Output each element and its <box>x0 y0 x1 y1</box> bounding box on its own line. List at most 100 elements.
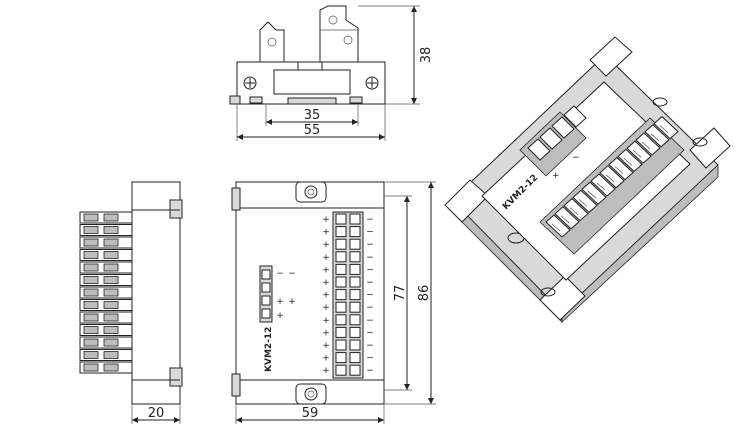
iso-output-terminal <box>608 156 634 181</box>
top-view: 38 35 55 <box>229 5 434 141</box>
output-terminal <box>335 213 347 225</box>
dim-top-outer-width: 55 <box>304 123 321 138</box>
output-terminal <box>349 226 361 238</box>
iso-terminal-slot <box>614 166 624 174</box>
polarity-mark: − <box>366 253 374 263</box>
polarity-mark: − <box>572 153 580 163</box>
dim-top-inner-width: 35 <box>304 108 321 123</box>
iso-terminal-slot <box>587 190 597 199</box>
input-terminal <box>261 308 271 319</box>
input-terminal <box>261 282 271 293</box>
polarity-mark: − <box>366 215 374 225</box>
side-terminal-screw <box>103 301 119 309</box>
iso-terminal-slot <box>641 141 651 150</box>
input-terminal-block: −−+++ <box>259 265 296 323</box>
side-terminal-screw <box>83 251 99 259</box>
iso-output-terminal <box>644 124 670 148</box>
output-terminal <box>335 289 347 301</box>
input-terminal-housing <box>259 265 273 323</box>
output-terminal <box>335 276 347 288</box>
side-view-body <box>131 181 181 405</box>
polarity-mark: + <box>322 316 330 326</box>
side-terminal-screw <box>83 238 99 247</box>
iso-output-terminal <box>554 206 580 230</box>
polarity-mark: − <box>366 303 374 313</box>
polarity-mark: − <box>366 291 374 301</box>
side-terminal-screw <box>83 226 99 234</box>
polarity-mark: − <box>366 366 374 376</box>
polarity-mark: + <box>322 228 330 238</box>
output-terminal <box>349 263 361 275</box>
polarity-mark: + <box>322 291 330 301</box>
iso-terminal-slot <box>659 125 669 133</box>
side-terminal-screw <box>83 363 99 372</box>
output-terminal <box>335 364 347 376</box>
din-clip <box>229 95 241 105</box>
isometric-view: KVM2-12 +− <box>444 36 731 323</box>
polarity-mark: + <box>322 253 330 263</box>
polarity-mark: − <box>366 341 374 351</box>
side-terminal-screw <box>103 276 119 284</box>
polarity-mark: + <box>322 240 330 250</box>
side-view: 20 <box>79 181 183 424</box>
polarity-mark: + <box>276 297 284 307</box>
output-terminal <box>335 251 347 263</box>
output-terminal <box>349 276 361 288</box>
output-terminal <box>335 238 347 250</box>
output-terminal <box>335 326 347 338</box>
output-terminal <box>335 352 347 364</box>
output-terminal <box>349 301 361 313</box>
iso-output-terminal <box>599 165 625 189</box>
side-terminal-screw <box>83 301 99 309</box>
output-terminal <box>335 226 347 238</box>
side-terminal-screw <box>103 313 119 322</box>
side-terminal-screw <box>83 276 99 284</box>
iso-output-terminal <box>626 140 652 164</box>
side-terminal-screw <box>83 263 99 272</box>
iso-terminal-slot <box>578 199 588 207</box>
polarity-mark: + <box>288 297 296 307</box>
model-label: KVM2-12 <box>264 327 274 372</box>
side-terminal-screw <box>103 238 119 247</box>
output-terminal <box>349 289 361 301</box>
output-terminal <box>349 213 361 225</box>
front-view: −−+++ +−+−+−+−+−+−+−+−+−+−+−+−+− KVM2-12… <box>231 181 436 424</box>
output-terminal <box>335 263 347 275</box>
iso-input-terminal <box>539 127 563 150</box>
side-terminal-screw <box>83 338 99 347</box>
dim-front-inner-height: 77 <box>393 285 408 302</box>
polarity-mark: + <box>322 278 330 288</box>
polarity-mark: + <box>322 366 330 376</box>
side-terminal-screw <box>103 226 119 234</box>
iso-terminal-slot <box>623 158 633 166</box>
polarity-mark: + <box>322 354 330 364</box>
iso-terminal-slot <box>551 223 561 232</box>
output-terminal <box>349 339 361 351</box>
output-terminal <box>335 339 347 351</box>
iso-terminal-slot <box>569 207 579 215</box>
iso-output-terminal <box>563 197 589 222</box>
side-terminal-screw <box>103 351 119 359</box>
iso-terminal-slot <box>560 215 570 224</box>
side-terminal-screw <box>103 338 119 347</box>
output-terminal <box>349 238 361 250</box>
iso-input-terminal <box>563 105 587 128</box>
polarity-mark: − <box>366 278 374 288</box>
iso-input-terminal <box>527 138 551 161</box>
iso-input-terminal <box>551 116 575 139</box>
polarity-mark: − <box>366 240 374 250</box>
iso-terminal-slot <box>650 133 660 142</box>
side-terminal-screw <box>83 288 99 297</box>
polarity-mark: − <box>366 316 374 326</box>
iso-output-terminal <box>581 181 607 205</box>
terminal-top-left <box>259 21 285 63</box>
side-terminal-screw <box>83 213 99 222</box>
iso-terminal-slot <box>605 174 615 183</box>
mounting-hole-icon <box>295 181 327 203</box>
side-terminal-screw <box>83 351 99 359</box>
polarity-mark: + <box>276 311 284 321</box>
iso-output-terminal <box>635 132 661 156</box>
top-view-window <box>273 69 351 95</box>
iso-output-terminal <box>545 214 571 238</box>
output-terminal-block: +−+−+−+−+−+−+−+−+−+−+−+−+− <box>322 211 374 379</box>
